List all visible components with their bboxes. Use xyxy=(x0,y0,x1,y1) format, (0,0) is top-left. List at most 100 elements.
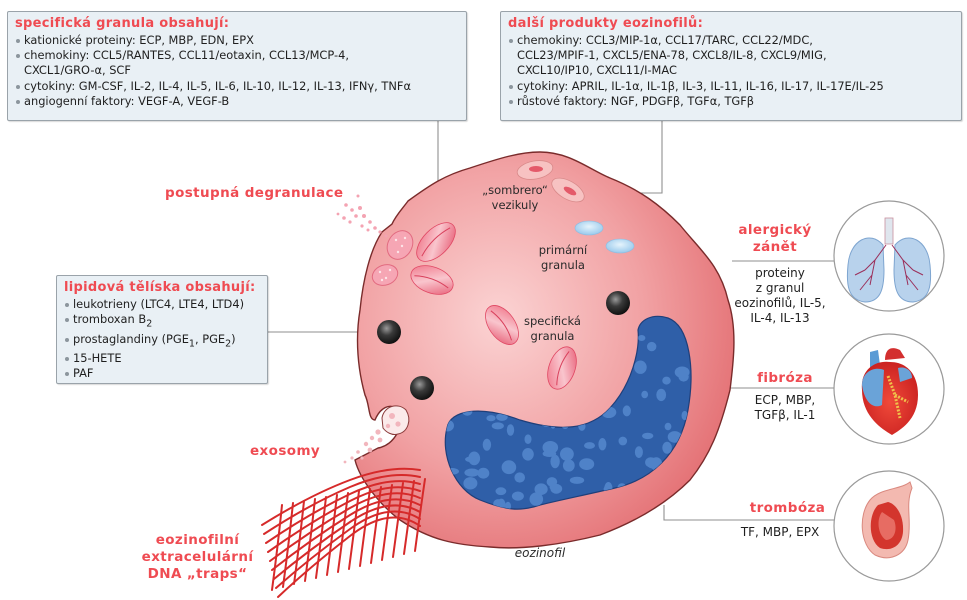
list-item-text: tromboxan B xyxy=(73,312,147,327)
chromatin-blob xyxy=(501,460,517,475)
chromatin-blob xyxy=(642,432,654,440)
list-item-text: CXCL10/IP10, CXCL11/I-MAC xyxy=(517,63,677,78)
lipid-bodies-title: lipidová tělíska obsahují: xyxy=(64,280,256,295)
label-line: „sombrero“ xyxy=(482,183,548,197)
list-item: 15-HETE xyxy=(64,351,260,366)
lipid-bodies xyxy=(377,291,630,400)
chromatin-blob xyxy=(477,467,490,479)
chromatin-blob xyxy=(482,438,492,451)
dna-strand xyxy=(315,496,327,579)
dna-strand xyxy=(263,474,421,535)
outcome-desc-line: eozinofilů, IL-5, xyxy=(734,296,826,310)
lungs-icon xyxy=(833,200,945,312)
other-products-box: další produkty eozinofilů: chemokiny: CC… xyxy=(500,11,962,121)
outcome-title-line: alergický xyxy=(738,222,812,238)
dna-traps-label-line: DNA „traps“ xyxy=(147,566,248,582)
chromatin-blob xyxy=(647,341,657,352)
chromatin-blob xyxy=(637,335,646,341)
dna-strand xyxy=(392,482,404,558)
list-item-text: cytokiny: GM-CSF, IL-2, IL-4, IL-5, IL-6… xyxy=(24,78,411,93)
chromatin-blob xyxy=(511,491,524,501)
list-item-text: PAF xyxy=(73,366,94,381)
dna-strand xyxy=(326,494,338,576)
chromatin-blob xyxy=(634,360,647,374)
chromatin-blob xyxy=(550,454,560,469)
thrombosed-vessel-icon xyxy=(833,470,945,582)
released-granule-dots xyxy=(336,194,388,238)
outcome-allergic-title: alergický zánět xyxy=(735,222,815,256)
outcome-desc-line: TGFβ, IL-1 xyxy=(754,408,816,422)
other-products-list: chemokiny: CCL3/MIP-1α, CCL17/TARC, CCL2… xyxy=(508,33,954,109)
chromatin-blob xyxy=(579,458,595,470)
dna-strand xyxy=(293,500,305,585)
outcome-thrombosis-title: trombóza xyxy=(749,500,826,516)
list-item-text: růstové faktory: NGF, PDGFβ, TGFα, TGFβ xyxy=(517,93,755,108)
specific-granules-list: kationické proteiny: ECP, MBP, EDN, EPX … xyxy=(15,33,459,109)
chromatin-blob xyxy=(549,483,560,491)
outcome-desc-line: z granul xyxy=(755,281,805,295)
label-line: granula xyxy=(541,258,585,272)
outcome-desc-line: ECP, MBP, xyxy=(754,393,816,407)
list-item: tromboxan B2 xyxy=(64,312,260,331)
chromatin-blob xyxy=(569,476,585,484)
chromatin-blob xyxy=(667,431,682,443)
dna-traps xyxy=(261,467,426,598)
label-line: specifická xyxy=(524,314,581,328)
dna-strand xyxy=(261,467,421,526)
chromatin-blob xyxy=(524,434,532,445)
sombrero-vesicles-label: „sombrero“ vezikuly xyxy=(475,183,555,213)
specific-granules-box: specifická granula obsahují: kationické … xyxy=(7,11,467,121)
chromatin-blob xyxy=(463,477,478,490)
chromatin-blob xyxy=(674,366,690,378)
chromatin-blob xyxy=(562,459,575,472)
exosome-release xyxy=(343,405,410,464)
outcome-fibrosis-desc: ECP, MBP, TGFβ, IL-1 xyxy=(745,393,825,423)
list-item: angiogenní faktory: VEGF-A, VEGF-B xyxy=(15,94,459,109)
chromatin-blob xyxy=(641,390,649,399)
list-item-text: , PGE xyxy=(194,331,226,346)
dna-strand xyxy=(348,490,360,570)
list-item-text: kationické proteiny: ECP, MBP, EDN, EPX xyxy=(24,33,254,47)
chromatin-blob xyxy=(560,447,574,461)
chromatin-blob xyxy=(514,472,525,483)
dna-strand xyxy=(271,504,283,591)
dna-traps-label: eozinofilní extracelulární DNA „traps“ xyxy=(140,532,255,583)
dna-strand xyxy=(403,480,415,555)
outcome-thrombosis-desc: TF, MBP, EPX xyxy=(740,525,820,539)
dna-strand xyxy=(267,486,421,553)
list-item-text: CXCL1/GRO-α, SCF xyxy=(24,63,131,78)
dna-traps-label-line: extracelulární xyxy=(141,549,254,565)
connector-lines xyxy=(268,121,834,521)
heart-icon xyxy=(833,333,945,445)
specific-granules xyxy=(410,222,577,390)
primary-granules xyxy=(574,220,635,254)
chromatin-blob xyxy=(584,442,595,449)
list-item-text: 15-HETE xyxy=(73,351,122,366)
sombrero-vesicles xyxy=(516,160,585,203)
list-item-text: ) xyxy=(231,331,236,346)
chromatin-blob xyxy=(529,492,544,506)
label-line: granula xyxy=(530,329,575,343)
connector-other-products xyxy=(620,121,663,194)
chromatin-blob xyxy=(662,441,672,454)
list-item-text: leukotrieny (LTC4, LTE4, LTD4) xyxy=(73,297,245,311)
chromatin-blob xyxy=(656,388,667,402)
chromatin-blob xyxy=(646,457,660,469)
chromatin-blob xyxy=(682,489,691,497)
list-item: kationické proteiny: ECP, MBP, EDN, EPX xyxy=(15,33,459,48)
chromatin-blob xyxy=(662,376,671,385)
outcome-desc-line: IL-4, IL-13 xyxy=(750,311,810,325)
list-item: chemokiny: CCL5/RANTES, CCL11/eotaxin, C… xyxy=(15,48,459,78)
specific-granules-title: specifická granula obsahují: xyxy=(15,16,230,31)
subscript: 2 xyxy=(146,318,153,330)
list-item: leukotrieny (LTC4, LTE4, LTD4) xyxy=(64,297,260,312)
dna-strand xyxy=(304,498,316,582)
list-item-text: prostaglandiny (PGE xyxy=(73,331,189,346)
label-line: vezikuly xyxy=(491,198,539,212)
list-item: prostaglandiny (PGE1, PGE2) xyxy=(64,332,260,351)
list-item-text: angiogenní faktory: VEGF-A, VEGF-B xyxy=(24,93,230,108)
chromatin-blob xyxy=(491,422,504,430)
degranulating-granules xyxy=(371,230,414,286)
chromatin-blob xyxy=(495,487,507,496)
